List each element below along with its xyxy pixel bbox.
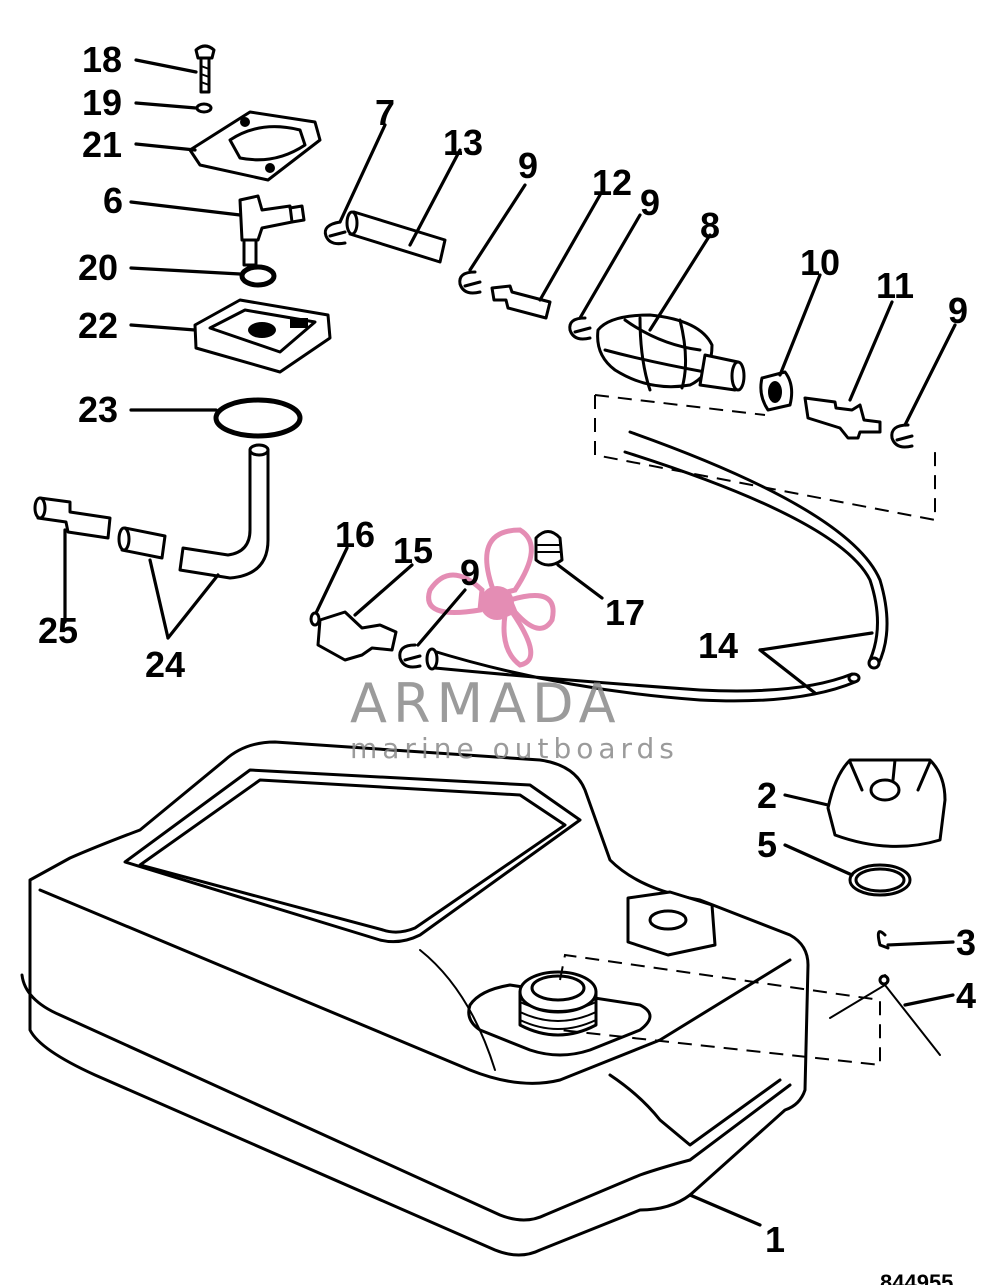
o-ring-16 [309, 611, 321, 627]
callout-labels: 18 19 21 6 20 22 23 7 13 9 12 9 8 10 11 … [38, 39, 976, 1260]
screw [194, 44, 216, 94]
fuel-connector [238, 194, 306, 267]
retainer-wire [829, 974, 941, 1056]
callout-18: 18 [82, 39, 122, 80]
callout-4: 4 [956, 975, 976, 1016]
filler-neck [518, 970, 598, 1037]
callout-10: 10 [800, 242, 840, 283]
o-ring-small [239, 264, 277, 288]
pickup-base [193, 298, 332, 374]
armada-watermark: ARMADA marine outboards [350, 527, 679, 765]
callout-23: 23 [78, 389, 118, 430]
callout-22: 22 [78, 305, 118, 346]
callout-17: 17 [605, 592, 645, 633]
callout-25: 25 [38, 610, 78, 651]
callout-13: 13 [443, 122, 483, 163]
callout-15: 15 [393, 530, 433, 571]
retainer-plate [188, 110, 322, 182]
connector-11 [803, 396, 882, 440]
drawing-number: 844955 [880, 1270, 953, 1285]
fuel-tank [20, 740, 810, 1257]
callout-20: 20 [78, 247, 118, 288]
propeller-logo-icon [426, 527, 556, 668]
callout-19: 19 [82, 82, 122, 123]
callout-11: 11 [876, 265, 914, 306]
fuel-filter [33, 496, 112, 540]
pickup-mount-plate [626, 890, 717, 957]
clamp-9b [568, 316, 592, 341]
callout-9-c: 9 [948, 290, 968, 331]
cotter-pin [876, 930, 890, 950]
callout-2: 2 [757, 775, 777, 816]
callout-14: 14 [698, 625, 738, 666]
callout-3: 3 [956, 922, 976, 963]
callout-21: 21 [82, 124, 122, 165]
callout-9-b: 9 [640, 182, 660, 223]
watermark-title: ARMADA [350, 672, 622, 735]
pickup-tube [178, 443, 270, 580]
callout-1: 1 [765, 1219, 785, 1260]
callout-8: 8 [700, 205, 720, 246]
fuel-hose [425, 430, 889, 703]
cap-gasket [848, 863, 912, 897]
callout-5: 5 [757, 824, 777, 865]
callout-16: 16 [335, 514, 375, 555]
hose-clamp-7 [323, 220, 347, 246]
lockwasher [195, 102, 213, 114]
check-valve-10 [759, 370, 794, 412]
connector-12 [490, 284, 552, 320]
hose-clamp-17 [534, 530, 564, 567]
callout-7: 7 [375, 92, 395, 133]
callout-9-a: 9 [518, 145, 538, 186]
watermark-subtitle: marine outboards [350, 732, 679, 765]
clamp-9c [890, 423, 914, 449]
gasket-ring [213, 397, 303, 439]
fuel-cap [826, 758, 947, 848]
callout-9-d: 9 [460, 552, 480, 593]
leader-lines [63, 58, 957, 1227]
clamp-9d [398, 643, 422, 669]
hose-segment [117, 526, 167, 560]
callout-12: 12 [592, 162, 632, 203]
callout-24: 24 [145, 644, 185, 685]
callout-6: 6 [103, 180, 123, 221]
fuel-connector-15 [316, 610, 398, 662]
clamp-9a [458, 270, 482, 295]
primer-bulb [596, 313, 746, 392]
hose-13 [345, 210, 447, 264]
